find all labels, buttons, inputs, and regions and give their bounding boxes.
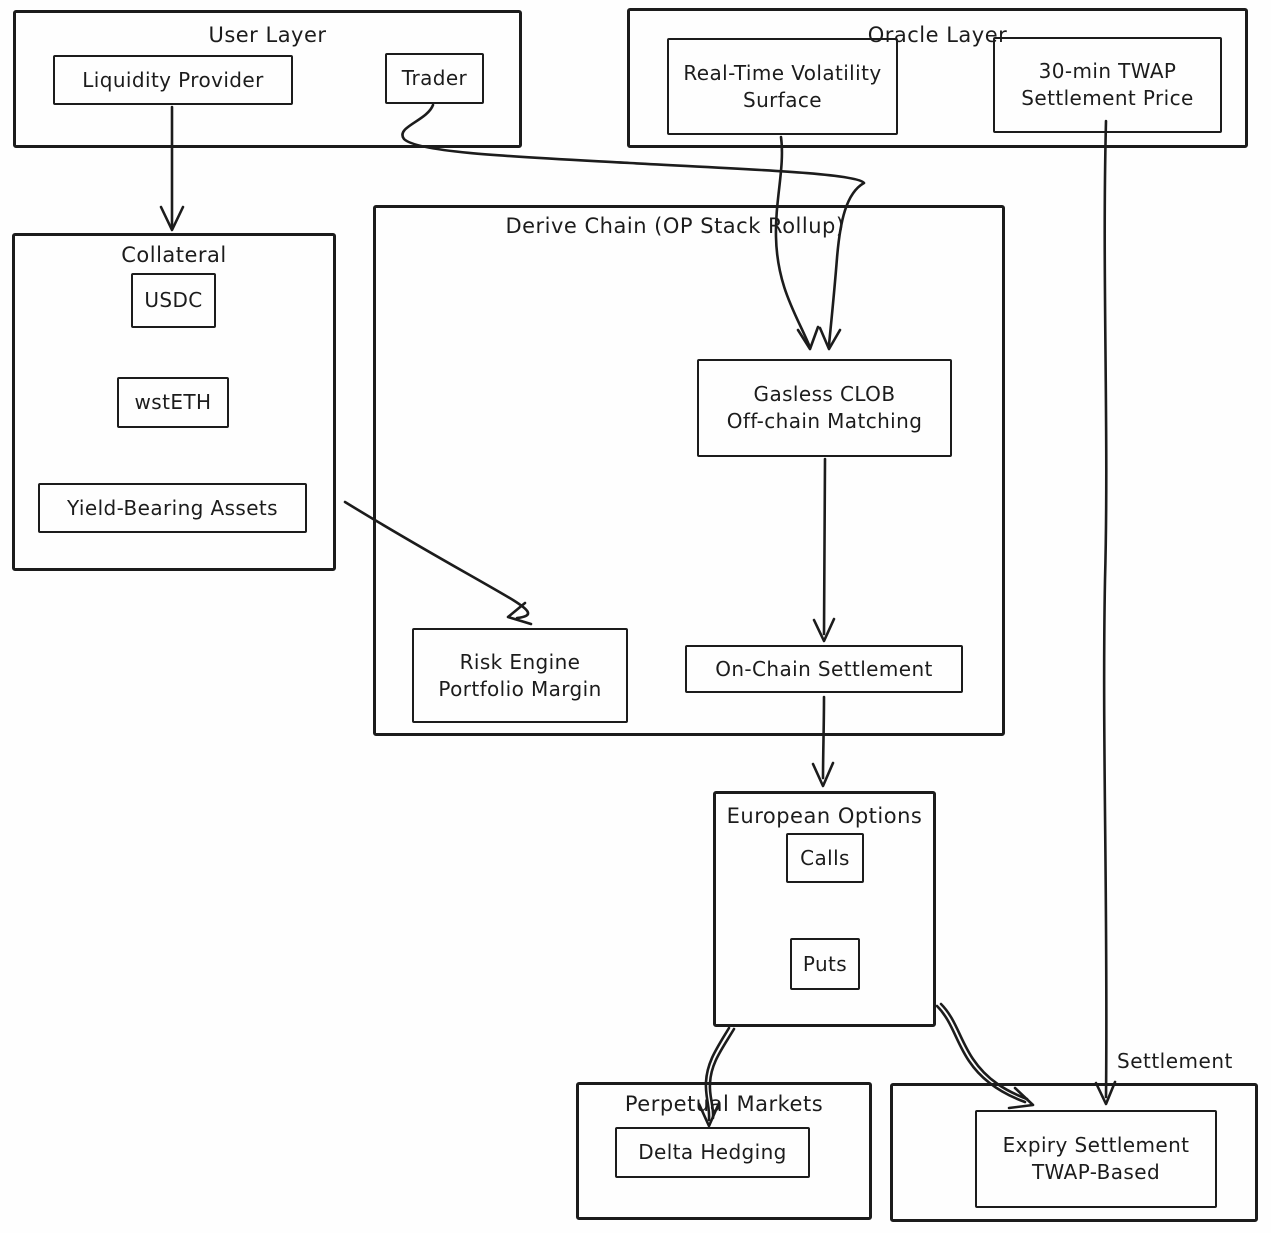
- liquidity-provider-node: Liquidity Provider: [53, 55, 293, 105]
- calls-node: Calls: [786, 833, 864, 883]
- expiry-settlement-line1: Expiry Settlement: [1002, 1133, 1190, 1157]
- yield-bearing-assets-node: Yield-Bearing Assets: [38, 483, 307, 533]
- twap-price-line1: 30-min TWAP: [1038, 59, 1177, 83]
- arrowhead-collateral: [159, 205, 185, 232]
- collateral-title: Collateral: [121, 243, 227, 267]
- gasless-clob-line2: Off-chain Matching: [726, 409, 923, 433]
- collateral-group: Collateral: [12, 233, 336, 571]
- expiry-settlement-node: Expiry Settlement TWAP-Based: [975, 1110, 1217, 1208]
- usdc-node: USDC: [131, 273, 216, 328]
- risk-engine-line1: Risk Engine: [459, 649, 581, 674]
- european-options-group: European Options: [713, 791, 936, 1027]
- arrow-twap-to-expiry: [1102, 119, 1108, 1099]
- onchain-settlement-node: On-Chain Settlement: [685, 645, 963, 693]
- trader-node: Trader: [385, 53, 484, 104]
- puts-node: Puts: [790, 938, 860, 990]
- volatility-surface-line1: Real-Time Volatility: [683, 60, 882, 85]
- wsteth-node: wstETH: [117, 377, 229, 428]
- expiry-settlement-line2: TWAP-Based: [1031, 1160, 1161, 1184]
- settlement-title: Settlement: [1117, 1049, 1233, 1073]
- settlement-group: [890, 1083, 1258, 1222]
- gasless-clob-line1: Gasless CLOB: [753, 382, 896, 406]
- user-layer-group: User Layer: [13, 10, 522, 148]
- twap-price-node: 30-min TWAP Settlement Price: [993, 37, 1222, 133]
- arrowhead-options: [811, 761, 835, 788]
- european-options-title: European Options: [726, 804, 923, 828]
- derive-chain-title: Derive Chain (OP Stack Rollup): [505, 214, 845, 238]
- perpetual-markets-group: Perpetual Markets: [576, 1082, 872, 1220]
- gasless-clob-node: Gasless CLOB Off-chain Matching: [697, 359, 952, 457]
- oracle-layer-group: Oracle Layer: [627, 8, 1248, 148]
- user-layer-title: User Layer: [208, 23, 327, 47]
- delta-hedging-node: Delta Hedging: [615, 1127, 810, 1178]
- volatility-surface-line2: Surface: [743, 87, 822, 112]
- perpetual-markets-title: Perpetual Markets: [624, 1092, 824, 1116]
- derive-chain-group: Derive Chain (OP Stack Rollup): [373, 205, 1005, 736]
- volatility-surface-node: Real-Time Volatility Surface: [667, 38, 898, 135]
- risk-engine-line2: Portfolio Margin: [438, 676, 602, 701]
- oracle-layer-title: Oracle Layer: [867, 23, 1008, 47]
- twap-price-line2: Settlement Price: [1021, 86, 1194, 110]
- risk-engine-node: Risk Engine Portfolio Margin: [412, 628, 628, 723]
